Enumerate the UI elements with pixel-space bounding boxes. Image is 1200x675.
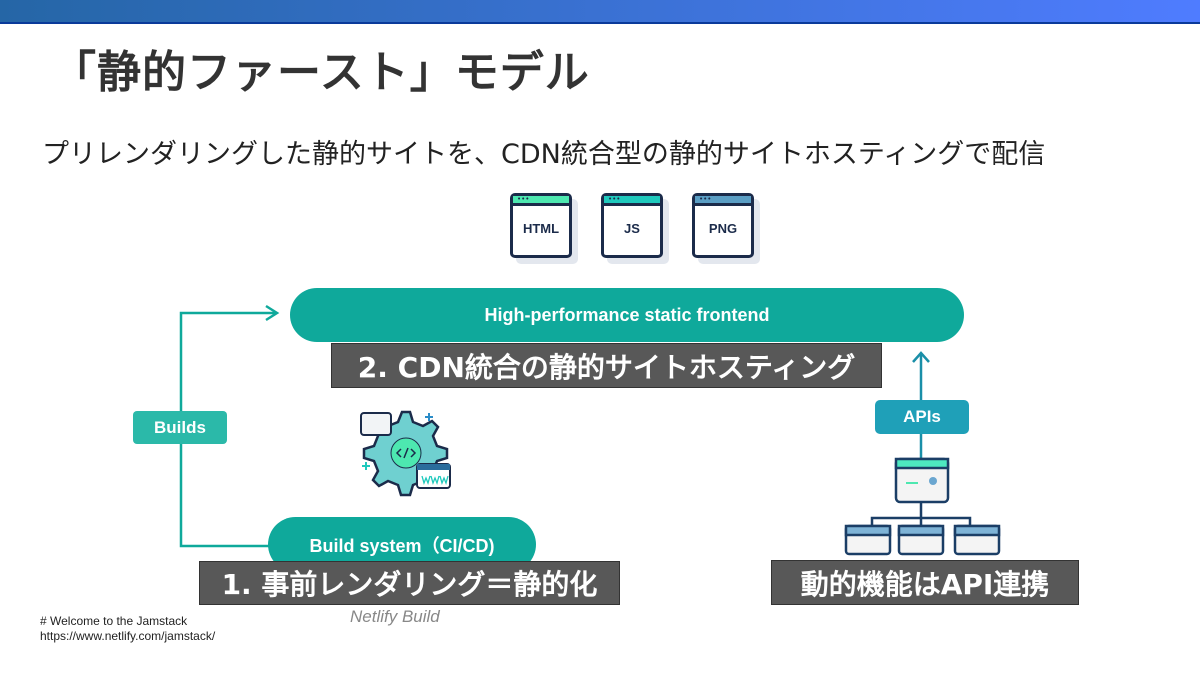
slide-subtitle: プリレンダリングした静的サイトを、CDN統合型の静的サイトホスティングで配信 xyxy=(42,139,1046,170)
source-footnote: # Welcome to the Jamstack https://www.ne… xyxy=(40,614,215,644)
js-file-icon: •••JS xyxy=(601,193,663,258)
sparkle-icon xyxy=(425,413,433,421)
html-file-icon: •••HTML xyxy=(510,193,572,258)
caption-api: 動的機能はAPI連携 xyxy=(771,560,1079,605)
sparkle-icon xyxy=(362,462,370,470)
apis-label: APIs xyxy=(875,400,969,434)
footnote-title: # Welcome to the Jamstack xyxy=(40,614,188,628)
code-icon xyxy=(395,447,417,459)
file-label: HTML xyxy=(522,221,560,236)
footnote-url[interactable]: https://www.netlify.com/jamstack/ xyxy=(40,629,216,643)
file-label: JS xyxy=(624,221,640,236)
builds-label: Builds xyxy=(133,411,227,444)
server-tree-icon xyxy=(844,457,1001,556)
www-icon xyxy=(421,475,449,486)
ghost-netlify-build: Netlify Build xyxy=(350,607,440,626)
caption-hosting: 2. CDN統合の静的サイトホスティング xyxy=(331,343,882,388)
caption-prerender: 1. 事前レンダリング＝静的化 xyxy=(199,561,620,605)
api-arrow xyxy=(912,351,930,460)
arrow-head-icon xyxy=(265,304,280,322)
gear-code-icon xyxy=(360,410,451,497)
file-label: PNG xyxy=(708,221,738,236)
top-banner xyxy=(0,0,1200,24)
slide-title: 「静的ファースト」モデル xyxy=(52,47,590,98)
static-frontend-pill: High-performance static frontend xyxy=(290,288,964,342)
png-file-icon: •••PNG xyxy=(692,193,754,258)
